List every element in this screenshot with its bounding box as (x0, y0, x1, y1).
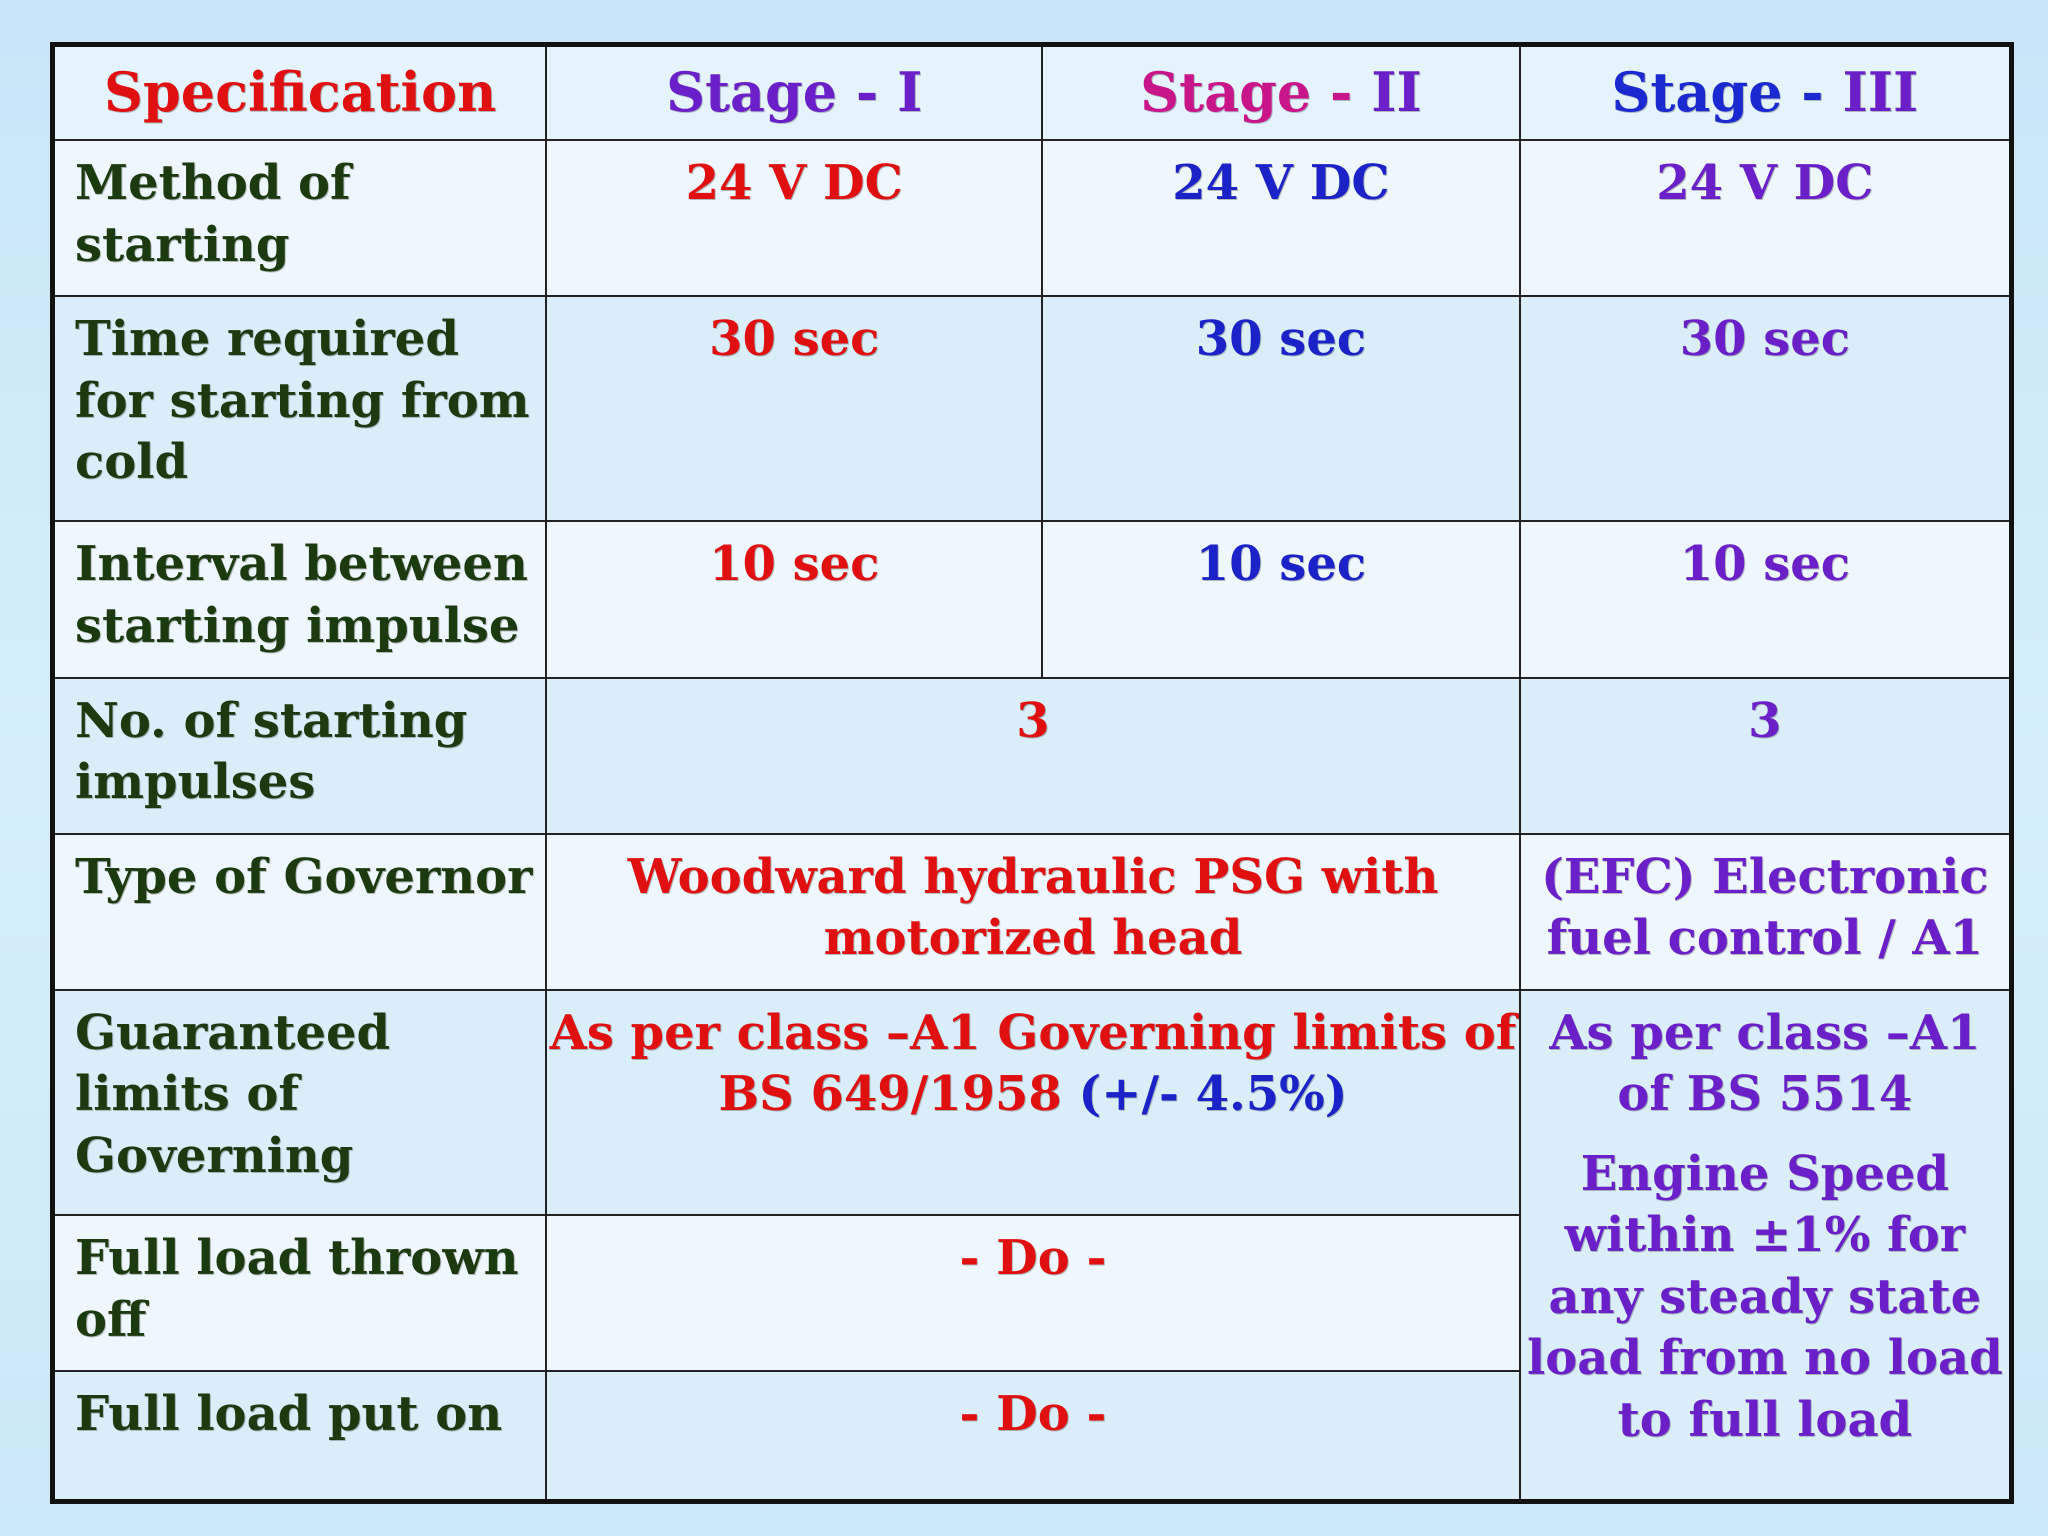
header-stage-1: Stage - I (545, 43, 1044, 142)
row-method-of-starting: Method of starting 24 V DC 24 V DC 24 V … (51, 139, 2013, 298)
cell-stage-3: (EFC) Electronic fuel control / A1 (1518, 832, 2013, 991)
row-label: Full load put on (51, 1370, 548, 1503)
row-full-load-thrown-off: Full load thrown off - Do - (51, 1214, 2012, 1373)
header-specification: Specification (51, 43, 548, 142)
row-label: Type of Governor (51, 832, 548, 991)
cell-stage-2: 10 sec (1041, 520, 1521, 679)
cell-stage-2: 24 V DC (1041, 139, 1521, 298)
row-label: Interval between starting impulse (51, 520, 548, 679)
header-stage-3-prefix: Stage - (1611, 60, 1843, 125)
cell-stage-3-governing: As per class –A1 of BS 5514 Engine Speed… (1518, 988, 2013, 1503)
governing-limits-text: As per class –A1 Governing limits of BS … (549, 1004, 1517, 1123)
cell-stage-1: 10 sec (545, 520, 1044, 679)
row-governor-type: Type of Governor Woodward hydraulic PSG … (51, 832, 2013, 991)
cell-stage-1-2: - Do - (545, 1214, 1521, 1373)
header-stage-1-prefix: Stage - (666, 60, 898, 125)
row-full-load-put-on: Full load put on - Do - (51, 1370, 2012, 1503)
row-guaranteed-limits: Guaranteed limits of Governing As per cl… (51, 988, 2013, 1503)
cell-stage-1: 24 V DC (545, 139, 1044, 298)
cell-stage-3: 30 sec (1518, 295, 2013, 523)
cell-stage-3: 10 sec (1518, 520, 2013, 679)
row-interval: Interval between starting impulse 10 sec… (51, 520, 2013, 679)
header-row: Specification Stage - I Stage - II Stage… (51, 43, 2013, 142)
cell-stage-1-2: 3 (545, 676, 1521, 835)
cell-stage-3: 3 (1518, 676, 2013, 835)
specification-table: Specification Stage - I Stage - II Stage… (50, 42, 2014, 1504)
tolerance-text: (+/- 4.5%) (1078, 1066, 1348, 1123)
row-label: Method of starting (51, 139, 548, 298)
spec-slide: Specification Stage - I Stage - II Stage… (50, 42, 2014, 1504)
stage-3-standard-text: As per class –A1 of BS 5514 (1549, 1004, 1981, 1123)
row-time-required: Time required for starting from cold 30 … (51, 295, 2013, 523)
header-stage-3: Stage - III (1518, 43, 2013, 142)
cell-stage-1-2: Woodward hydraulic PSG with motorized he… (545, 832, 1521, 991)
row-label: Full load thrown off (51, 1214, 548, 1373)
row-label: Guaranteed limits of Governing (51, 988, 548, 1217)
cell-stage-3: 24 V DC (1518, 139, 2013, 298)
stage-3-speed-text: Engine Speed within ±1% for any steady s… (1527, 1145, 2003, 1448)
header-stage-2-prefix: Stage - (1140, 60, 1372, 125)
header-stage-2-number: II (1371, 60, 1422, 125)
header-stage-3-number: III (1842, 60, 1919, 125)
header-stage-1-number: I (897, 60, 923, 125)
row-starting-impulses: No. of starting impulses 3 3 (51, 676, 2013, 835)
row-label: Time required for starting from cold (51, 295, 548, 523)
cell-stage-1-2: As per class –A1 Governing limits of BS … (545, 988, 1521, 1217)
row-label: No. of starting impulses (51, 676, 548, 835)
cell-stage-1: 30 sec (545, 295, 1044, 523)
header-stage-2: Stage - II (1041, 43, 1521, 142)
cell-stage-2: 30 sec (1041, 295, 1521, 523)
cell-stage-1-2: - Do - (545, 1370, 1521, 1503)
